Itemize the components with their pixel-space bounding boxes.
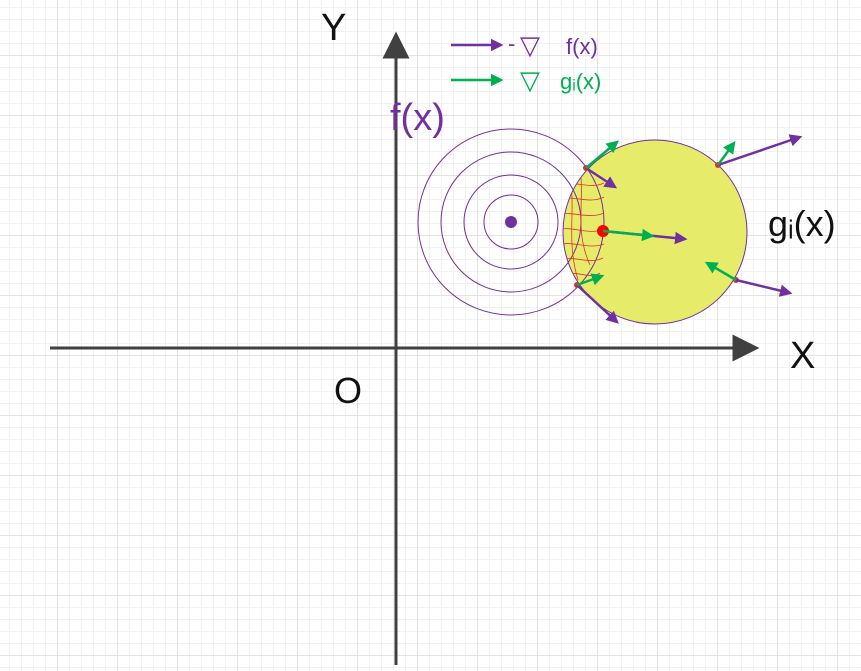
neg-grad-f-arrow (585, 166, 618, 189)
contour-4 (417, 128, 605, 316)
neg-grad-f-arrow (735, 278, 793, 297)
neg-grad-f-arrow (576, 284, 619, 324)
f-minimum-point (505, 216, 517, 228)
x-axis-label: X (790, 335, 815, 377)
legend-item-grad-g-text: gᵢ(x) (560, 69, 601, 94)
grad-g-arrow (704, 261, 737, 282)
neg-grad-f-arrow (717, 134, 803, 167)
grad-g-arrow (576, 273, 605, 287)
legend-item-grad-g-symbol: ▽ (520, 65, 540, 95)
legend-item-neg-grad-f-prefix: - (508, 31, 515, 56)
contour-2 (463, 174, 559, 270)
contour-1 (483, 194, 539, 250)
origin-label: O (334, 370, 362, 411)
legend-item-neg-grad-f-symbol: ▽ (520, 30, 540, 60)
y-axis-label: Y (321, 7, 346, 49)
f-label: f(x) (390, 97, 445, 139)
legend-item-neg-grad-f-text: f(x) (566, 34, 598, 59)
grad-g-arrow-optimal (602, 228, 655, 242)
g-label: gᵢ(x) (768, 203, 836, 244)
gradient-arrows (574, 134, 803, 324)
grad-g-arrow (585, 140, 619, 169)
grad-g-arrow (716, 140, 736, 166)
